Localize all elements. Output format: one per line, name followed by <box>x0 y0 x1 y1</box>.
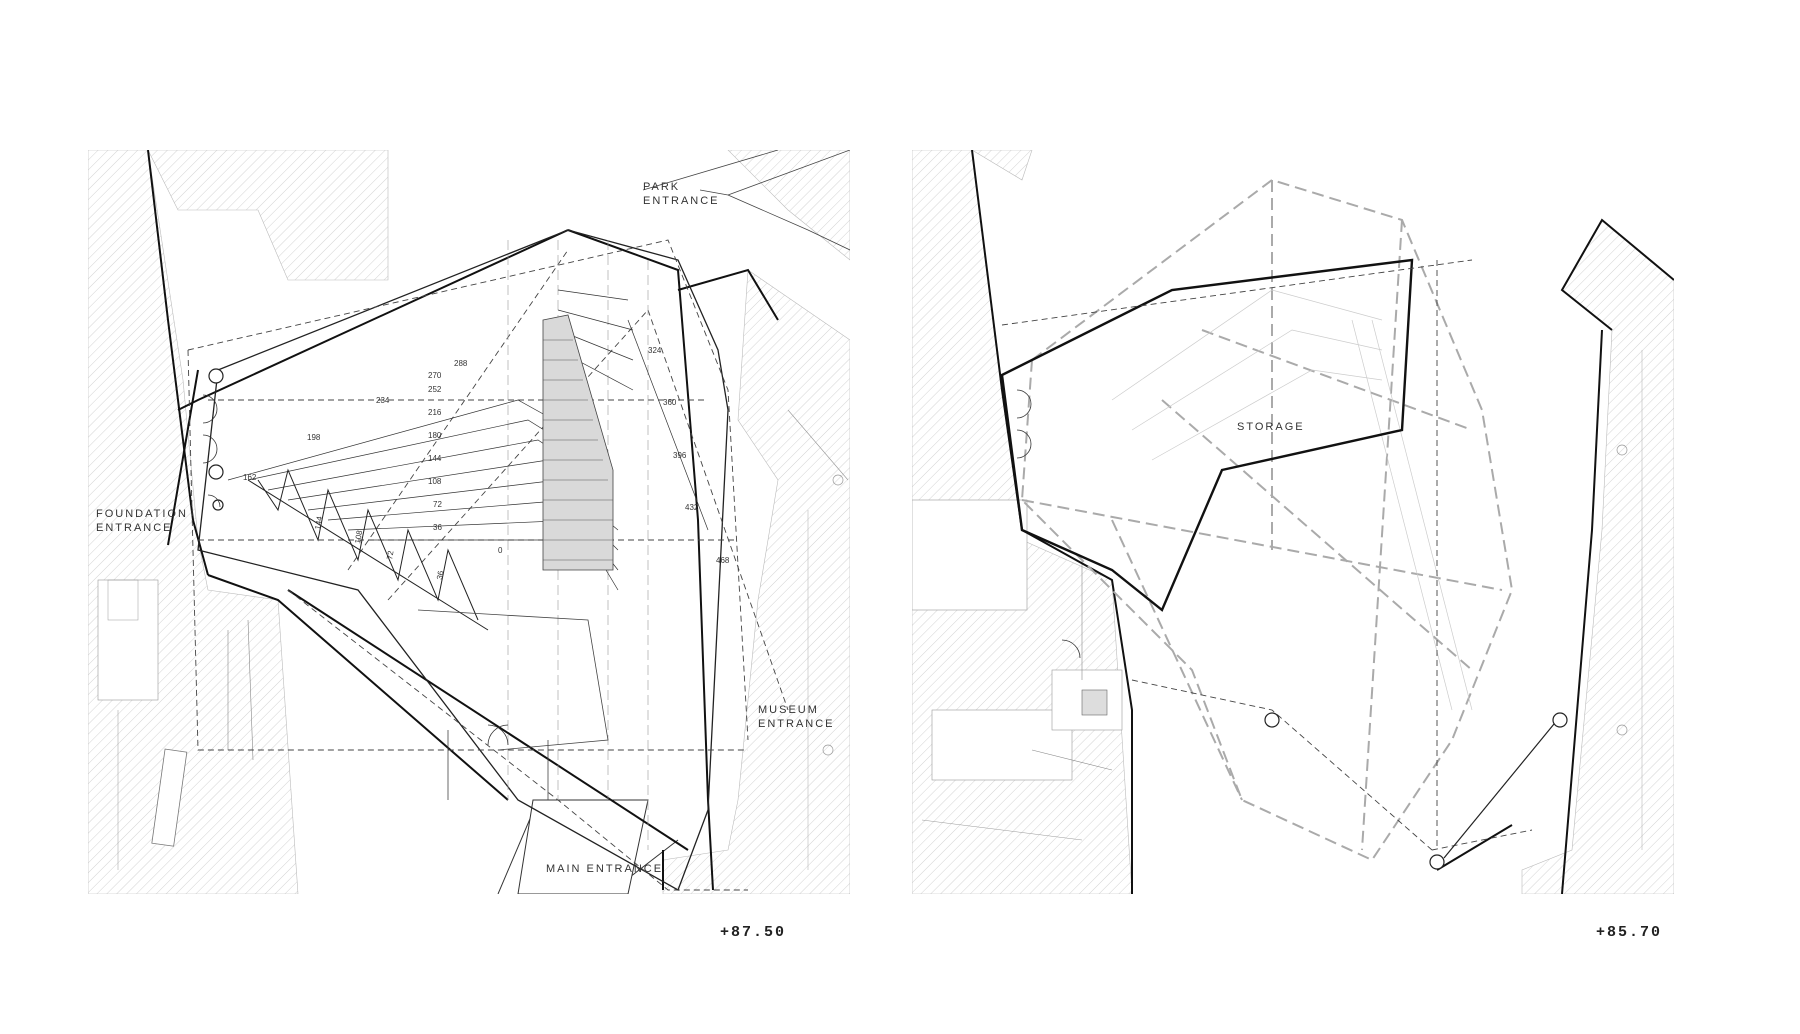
park-paths <box>642 150 850 251</box>
step-number: 288 <box>454 359 468 368</box>
park-entrance-label: PARK <box>643 181 680 193</box>
ramp-number: 108 <box>353 529 364 544</box>
storage-room <box>1000 258 1414 612</box>
step-number: 198 <box>307 433 321 442</box>
step-number: 72 <box>433 500 442 509</box>
step-number: 0 <box>498 546 503 555</box>
upper-level-overlay-fine <box>1111 289 1473 711</box>
step-number: 360 <box>663 398 677 407</box>
ramp-number: 72 <box>385 549 396 560</box>
floor-plan-upper-drawing: PARK ENTRANCE FOUNDATION ENTRANCE MUSEUM… <box>88 150 850 894</box>
step-numbers: 162 198 234 270 288 252 216 180 144 108 … <box>243 346 730 565</box>
foundation-entrance-label: FOUNDATION <box>96 508 188 520</box>
construction-lines <box>1001 259 1533 851</box>
column-markers <box>1264 712 1568 870</box>
elevation-label-upper: +87.50 <box>720 924 787 941</box>
main-entrance-label: MAIN ENTRANCE <box>546 863 663 875</box>
step-number: 180 <box>428 431 442 440</box>
step-number: 36 <box>433 523 442 532</box>
floor-plan-lower: STORAGE <box>912 150 1674 894</box>
exterior-walls <box>147 150 779 891</box>
step-number: 468 <box>716 556 730 565</box>
step-number: 252 <box>428 385 442 394</box>
exterior-walls <box>971 150 1674 894</box>
step-number: 162 <box>243 473 257 482</box>
inner-court <box>417 609 609 800</box>
ramp-diagonal-numbers: 144 108 72 36 <box>313 515 446 580</box>
tie-line <box>1443 723 1555 859</box>
foundation-entrance-label-2: ENTRANCE <box>96 522 173 534</box>
step-number: 144 <box>428 454 442 463</box>
elevation-label-lower: +85.70 <box>1596 924 1663 941</box>
stair-block <box>542 314 614 571</box>
step-number: 324 <box>648 346 662 355</box>
floor-plan-lower-drawing: STORAGE <box>912 150 1674 894</box>
ramp-number: 36 <box>435 569 446 580</box>
museum-entrance-label-2: ENTRANCE <box>758 718 835 730</box>
step-number: 234 <box>376 396 390 405</box>
door-symbols <box>1016 389 1081 659</box>
step-number: 432 <box>685 503 699 512</box>
step-number: 396 <box>673 451 687 460</box>
storage-label: STORAGE <box>1237 421 1305 433</box>
upper-level-overlay <box>1020 178 1514 862</box>
surrounding-buildings <box>912 150 1674 894</box>
museum-entrance-label: MUSEUM <box>758 704 819 716</box>
ramp-number: 144 <box>313 515 324 530</box>
building-outline <box>197 229 729 891</box>
step-number: 270 <box>428 371 442 380</box>
surrounding-buildings <box>88 150 850 894</box>
park-entrance-label-2: ENTRANCE <box>643 195 720 207</box>
step-number: 108 <box>428 477 442 486</box>
door-symbols <box>202 394 509 746</box>
floor-plan-upper: PARK ENTRANCE FOUNDATION ENTRANCE MUSEUM… <box>88 150 850 894</box>
zigzag-ramp <box>247 468 489 631</box>
step-number: 216 <box>428 408 442 417</box>
ramp-treads <box>227 289 709 591</box>
